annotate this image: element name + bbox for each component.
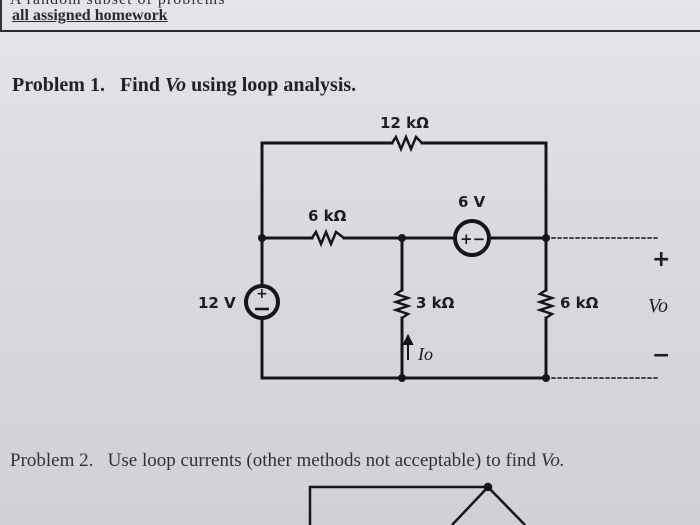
junction-right [542, 234, 550, 242]
junction-mid [398, 234, 406, 242]
junction-bottom-right [542, 374, 550, 382]
label-io: Io [417, 344, 433, 364]
problem-2-figure [308, 482, 526, 525]
junction-bottom-mid [398, 374, 406, 382]
problem-1-heading: Problem 1. Find Vo using loop analysis. [12, 74, 356, 97]
problem-2-var: Vo. [540, 450, 565, 471]
label-6k-mid: 6 kΩ [308, 207, 347, 225]
svg-text:+−: +− [460, 230, 485, 248]
label-3k: 3 kΩ [416, 294, 455, 312]
problem-1-var: Vo [164, 74, 187, 96]
header-cut-text: A random subset of problems [10, 0, 225, 9]
io-arrow [402, 333, 414, 360]
problem-1-text-after: using loop analysis. [191, 74, 357, 96]
homework-link[interactable]: all assigned homework [12, 7, 168, 24]
label-12k: 12 kΩ [380, 114, 429, 132]
resistor-6k-mid [310, 228, 345, 248]
problem-2-heading: Problem 2. Use loop currents (other meth… [10, 450, 565, 472]
svg-text:+: + [256, 286, 268, 302]
label-6v: 6 V [458, 193, 486, 211]
problem-1-label: Problem 1. [12, 74, 105, 96]
problem-2-label: Problem 2. [10, 450, 94, 471]
header-bar: A random subset of problems all assigned… [0, 0, 700, 32]
source-6v: +− [453, 219, 491, 257]
header-divider [0, 0, 2, 30]
label-vo-minus: − [652, 343, 670, 368]
label-vo: Vo [648, 295, 668, 317]
source-12v: + [244, 284, 280, 320]
problem-1-text-before: Find [119, 74, 160, 96]
label-vo-plus: + [652, 247, 670, 272]
label-6k-right: 6 kΩ [560, 294, 599, 312]
junction-left [258, 234, 266, 242]
resistor-3k [392, 288, 412, 320]
problem-2-text: Use loop currents (other methods not acc… [107, 450, 537, 471]
resistor-12k [390, 133, 423, 153]
label-12v: 12 V [198, 294, 236, 312]
resistor-6k-right [536, 288, 556, 320]
